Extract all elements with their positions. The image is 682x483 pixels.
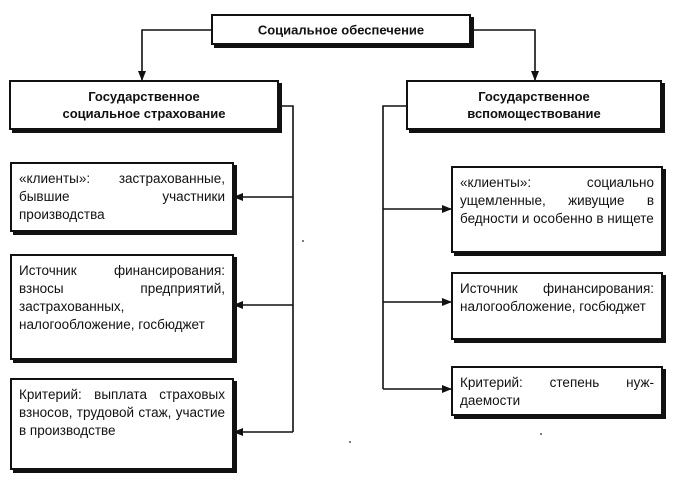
left-branch-node: Государственное социальное страхование (9, 80, 279, 130)
right-item-criterion: Критерий: степень нуж­даемости (451, 366, 663, 416)
left-item-criterion-text: Критерий: выплата стра­ховых взносов, тр… (19, 387, 225, 438)
left-spine (279, 105, 294, 432)
right-branch-node: Государственное вспомоществование (406, 80, 662, 130)
left-item-clients-text: «клиенты»: застрахован­ные, бывшие участ… (19, 171, 225, 222)
left-item-criterion: Критерий: выплата стра­ховых взносов, тр… (10, 378, 234, 470)
right-item-funding-text: Источник финансиро­вания: налогообложе­н… (460, 281, 654, 314)
scan-speck (349, 441, 351, 443)
left-item-clients: «клиенты»: застрахован­ные, бывшие участ… (10, 162, 234, 232)
left-item-funding: Источник финансирова­ния: взносы предпри… (10, 254, 234, 360)
root-to-left-connector (138, 29, 211, 81)
right-spine (382, 105, 406, 389)
left-branch-title-line2: социальное страхование (62, 106, 226, 121)
right-item-funding: Источник финансиро­вания: налогообложе­н… (451, 272, 663, 340)
right-item-clients: «клиенты»: социально ущемленные, живущие… (451, 166, 663, 253)
root-to-right-connector (471, 29, 539, 81)
right-item-criterion-text: Критерий: степень нуж­даемости (460, 375, 654, 408)
left-branch-title: Государственное социальное страхование (11, 88, 277, 122)
right-item-clients-text: «клиенты»: социально ущемленные, живущие… (460, 175, 654, 226)
left-branch-title-line1: Государственное (88, 89, 200, 104)
right-branch-title-line1: Государственное (478, 89, 590, 104)
scan-speck (302, 240, 304, 242)
right-branch-title: Государственное вспомоществование (408, 88, 660, 122)
left-item-funding-text: Источник финансирова­ния: взносы предпри… (19, 263, 225, 332)
right-branch-title-line2: вспомоществование (467, 106, 601, 121)
root-title: Социальное обеспечение (257, 22, 425, 37)
scan-speck (540, 433, 542, 435)
root-node: Социальное обеспечение (211, 14, 471, 45)
